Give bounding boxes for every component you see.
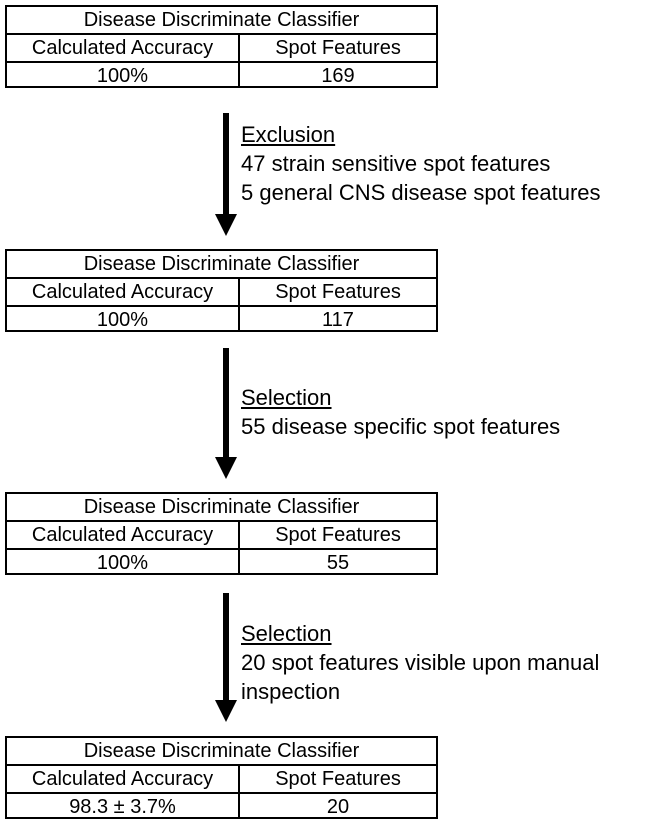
accuracy-value: 100%	[7, 307, 240, 332]
step-line: 20 spot features visible upon manual	[241, 650, 600, 675]
features-value: 20	[326, 795, 350, 818]
arrow-shaft	[223, 348, 229, 459]
accuracy-header: Calculated Accuracy	[7, 35, 240, 61]
classifier-title-row: Disease Discriminate Classifier	[7, 738, 436, 766]
step-heading: Exclusion	[241, 122, 336, 147]
classifier-box-1: Disease Discriminate Classifier Calculat…	[5, 5, 438, 88]
classifier-box-4: Disease Discriminate Classifier Calculat…	[5, 736, 438, 819]
flow-arrow-2	[215, 348, 237, 479]
features-value: 55	[326, 551, 350, 574]
accuracy-header: Calculated Accuracy	[7, 766, 240, 792]
features-value: 169	[321, 64, 355, 87]
accuracy-value: 98.3 ± 3.7%	[7, 794, 240, 819]
classifier-header-row: Calculated Accuracy Spot Features	[7, 766, 436, 794]
classifier-title-row: Disease Discriminate Classifier	[7, 251, 436, 279]
flow-arrow-1	[215, 113, 237, 236]
accuracy-value: 100%	[7, 63, 240, 88]
classifier-value-row: 98.3 ± 3.7% 20	[7, 794, 436, 819]
classifier-header-row: Calculated Accuracy Spot Features	[7, 522, 436, 550]
classifier-value-row: 100% 117	[7, 307, 436, 332]
arrow-shaft	[223, 113, 229, 216]
classifier-title-row: Disease Discriminate Classifier	[7, 494, 436, 522]
flow-arrow-3	[215, 593, 237, 722]
accuracy-header: Calculated Accuracy	[7, 279, 240, 305]
features-header: Spot Features	[275, 37, 401, 59]
classifier-header-row: Calculated Accuracy Spot Features	[7, 35, 436, 63]
arrow-shaft	[223, 593, 229, 702]
arrow-head	[215, 457, 237, 479]
step-exclusion: Exclusion 47 strain sensitive spot featu…	[241, 120, 601, 207]
step-heading: Selection	[241, 621, 332, 646]
step-line: 47 strain sensitive spot features	[241, 151, 551, 176]
step-line: 5 general CNS disease spot features	[241, 180, 601, 205]
arrow-head	[215, 214, 237, 236]
step-line: 55 disease specific spot features	[241, 414, 561, 439]
classifier-title: Disease Discriminate Classifier	[83, 9, 360, 31]
classifier-title: Disease Discriminate Classifier	[83, 496, 360, 518]
classifier-title-row: Disease Discriminate Classifier	[7, 7, 436, 35]
classifier-value-row: 100% 55	[7, 550, 436, 575]
accuracy-value: 100%	[7, 550, 240, 575]
features-header: Spot Features	[275, 281, 401, 303]
step-selection-2: Selection 20 spot features visible upon …	[241, 619, 599, 706]
classifier-title: Disease Discriminate Classifier	[83, 740, 360, 762]
classifier-box-2: Disease Discriminate Classifier Calculat…	[5, 249, 438, 332]
step-heading: Selection	[241, 385, 332, 410]
step-selection-1: Selection 55 disease specific spot featu…	[241, 383, 560, 441]
classifier-header-row: Calculated Accuracy Spot Features	[7, 279, 436, 307]
features-header: Spot Features	[275, 768, 401, 790]
features-header: Spot Features	[275, 524, 401, 546]
classifier-title: Disease Discriminate Classifier	[83, 253, 360, 275]
arrow-head	[215, 700, 237, 722]
step-line: inspection	[241, 679, 341, 704]
classifier-box-3: Disease Discriminate Classifier Calculat…	[5, 492, 438, 575]
classifier-value-row: 100% 169	[7, 63, 436, 88]
accuracy-header: Calculated Accuracy	[7, 522, 240, 548]
features-value: 117	[322, 308, 354, 331]
